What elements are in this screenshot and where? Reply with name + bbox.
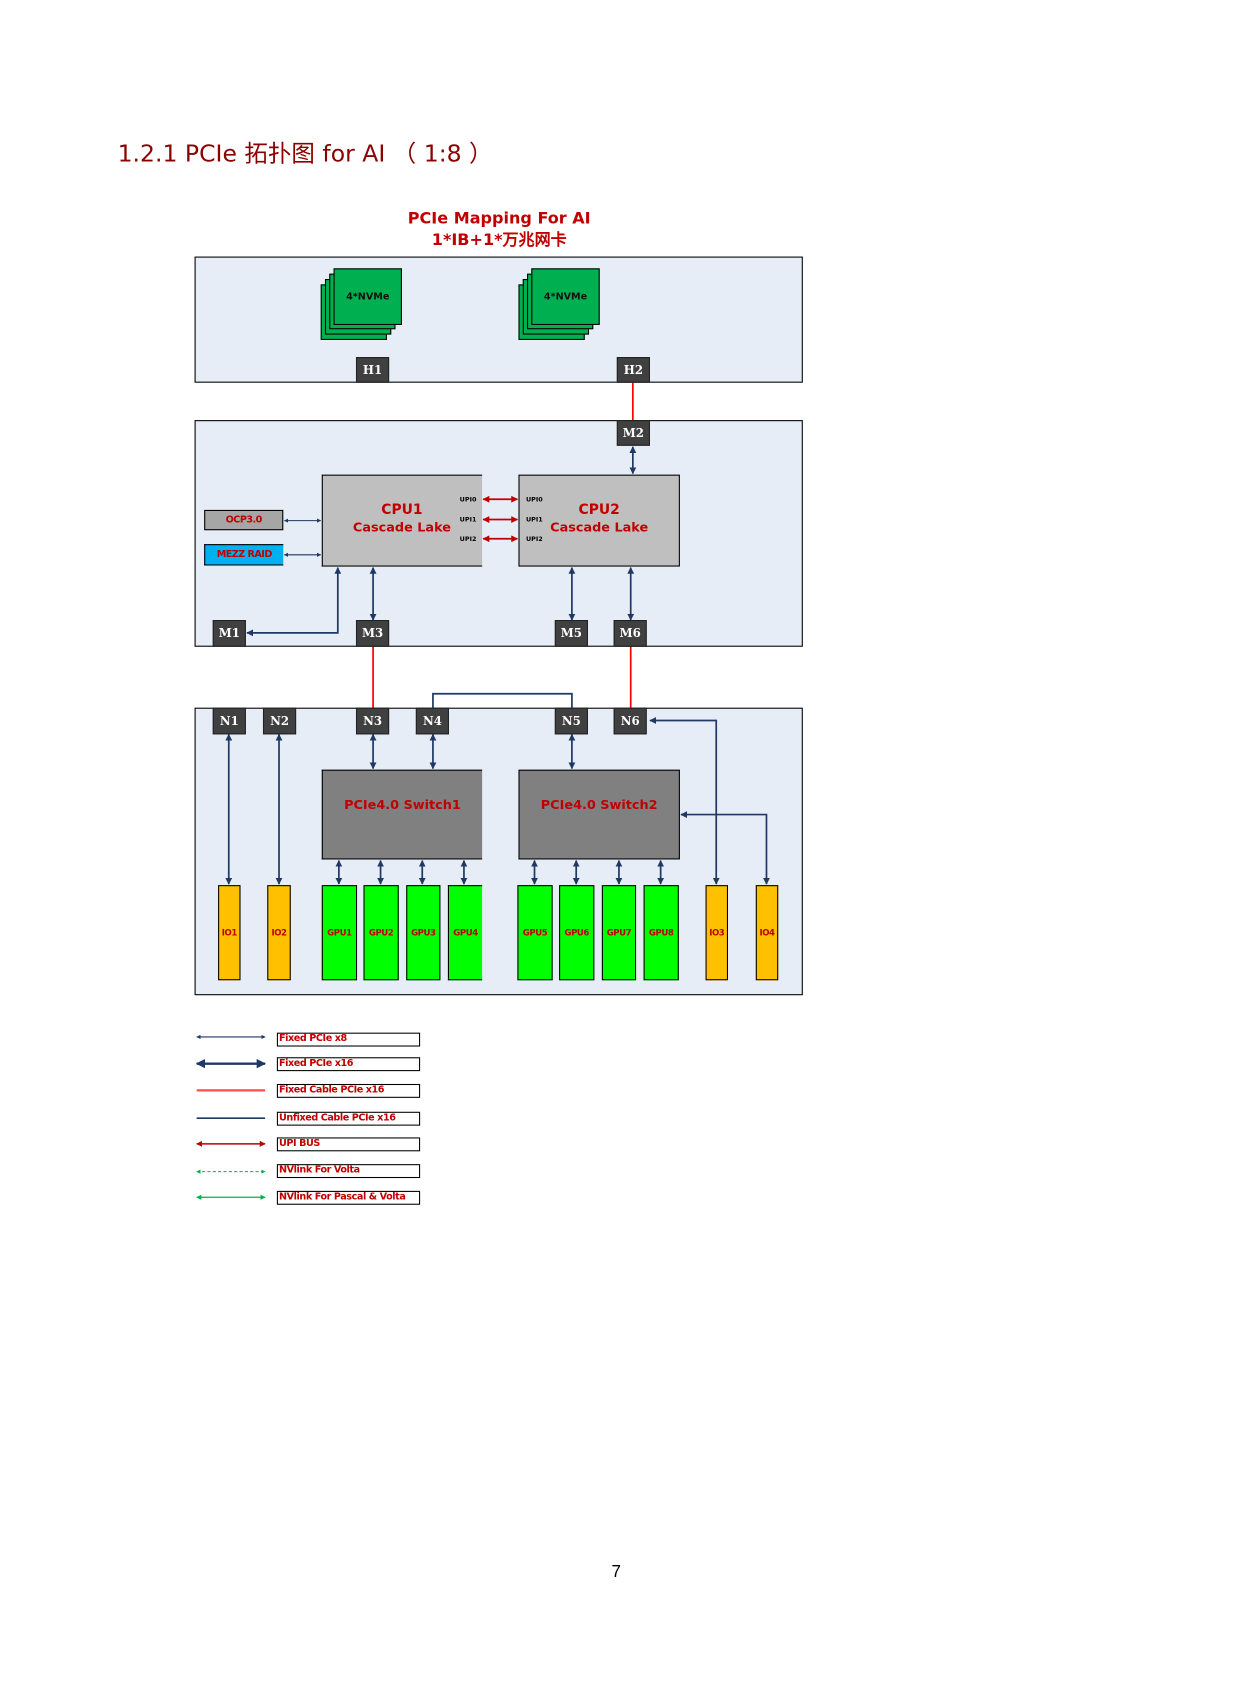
page-number: 7 bbox=[611, 1562, 621, 1582]
nvme-label: 4*NVMe bbox=[346, 291, 390, 302]
pcie-switch-1: PCIe4.0 Switch1 bbox=[321, 769, 483, 860]
gpu-7: GPU7 bbox=[601, 885, 637, 981]
port-n5: N5 bbox=[554, 707, 588, 735]
port-m3: M3 bbox=[355, 620, 390, 647]
cpu1-model: Cascade Lake bbox=[352, 519, 451, 535]
gpu-1: GPU1 bbox=[321, 885, 358, 981]
port-m5: M5 bbox=[554, 620, 588, 647]
gpu-5: GPU5 bbox=[517, 885, 553, 981]
cpu2-upi2-label: UPI2 bbox=[525, 535, 543, 544]
diagram-title-line1: PCIe Mapping For AI bbox=[407, 208, 591, 228]
cpu2-name: CPU2 bbox=[578, 502, 620, 519]
legend: Fixed PCIe x8 Fixed PCIe x16 Fixed Cable… bbox=[195, 1028, 430, 1210]
cpu1-block: CPU1 Cascade Lake UPI0 UPI1 UPI2 bbox=[321, 474, 483, 567]
legend-label: Fixed PCIe x8 bbox=[276, 1032, 421, 1047]
gpu-2: GPU2 bbox=[363, 885, 399, 981]
port-m1: M1 bbox=[212, 620, 246, 647]
io-slot-3: IO3 bbox=[705, 885, 728, 981]
legend-swatches bbox=[195, 1034, 267, 1200]
io-slot-2: IO2 bbox=[267, 885, 291, 981]
cpu1-upi1-label: UPI1 bbox=[459, 516, 477, 524]
port-m2: M2 bbox=[616, 420, 650, 446]
gpu-8: GPU8 bbox=[643, 885, 679, 981]
diagram-title-line2: 1*IB+1*万兆网卡 bbox=[431, 229, 567, 250]
nvme-card: 4*NVMe bbox=[531, 268, 600, 325]
storage-panel bbox=[194, 256, 803, 383]
port-h2: H2 bbox=[616, 357, 650, 383]
cpu1-upi2-label: UPI2 bbox=[459, 535, 477, 544]
wire-io4-switch2 bbox=[680, 811, 770, 885]
port-n1: N1 bbox=[212, 707, 246, 735]
cpu2-upi0-label: UPI0 bbox=[525, 496, 543, 504]
legend-label: UPI BUS bbox=[276, 1137, 421, 1152]
cpu1-upi0-label: UPI0 bbox=[459, 496, 477, 504]
ocp-card: OCP3.0 bbox=[204, 509, 284, 531]
legend-label: Fixed Cable PCIe x16 bbox=[276, 1083, 421, 1098]
port-n4: N4 bbox=[415, 707, 449, 735]
cpu2-model: Cascade Lake bbox=[550, 519, 649, 535]
nvme-group-1: 4*NVMe bbox=[320, 268, 403, 341]
switch-gpu-wires bbox=[335, 859, 665, 885]
gpu-3: GPU3 bbox=[406, 885, 441, 981]
port-n3: N3 bbox=[355, 707, 390, 735]
gpu-6: GPU6 bbox=[559, 885, 595, 981]
nvme-card: 4*NVMe bbox=[333, 268, 402, 325]
section-heading: 1.2.1 PCIe 拓扑图 for AI （ 1:8 ） bbox=[117, 141, 493, 168]
io-slot-4: IO4 bbox=[755, 885, 779, 981]
cpu2-block: CPU2 Cascade Lake UPI0 UPI1 UPI2 bbox=[518, 474, 680, 567]
gpu-4: GPU4 bbox=[447, 885, 483, 981]
nvme-group-2: 4*NVMe bbox=[518, 268, 600, 341]
io-slot-1: IO1 bbox=[218, 885, 241, 981]
wire-n6-io3 bbox=[649, 717, 720, 885]
legend-label: Fixed PCIe x16 bbox=[276, 1057, 421, 1072]
legend-label: Unfixed Cable PCIe x16 bbox=[276, 1111, 421, 1126]
nvme-label: 4*NVMe bbox=[543, 291, 588, 302]
wire-cpu1-m1 bbox=[246, 566, 342, 637]
port-n6: N6 bbox=[613, 707, 647, 735]
mezz-raid-card: MEZZ RAID bbox=[204, 544, 284, 566]
port-n2: N2 bbox=[262, 707, 297, 735]
cpu1-name: CPU1 bbox=[381, 502, 423, 519]
cpu2-upi1-label: UPI1 bbox=[525, 516, 543, 524]
legend-label: NVlink For Pascal & Volta bbox=[276, 1190, 421, 1205]
port-h1: H1 bbox=[355, 357, 390, 383]
legend-label: NVlink For Volta bbox=[276, 1164, 421, 1179]
wire-n4-n5 bbox=[432, 692, 573, 709]
port-m6: M6 bbox=[613, 620, 647, 647]
